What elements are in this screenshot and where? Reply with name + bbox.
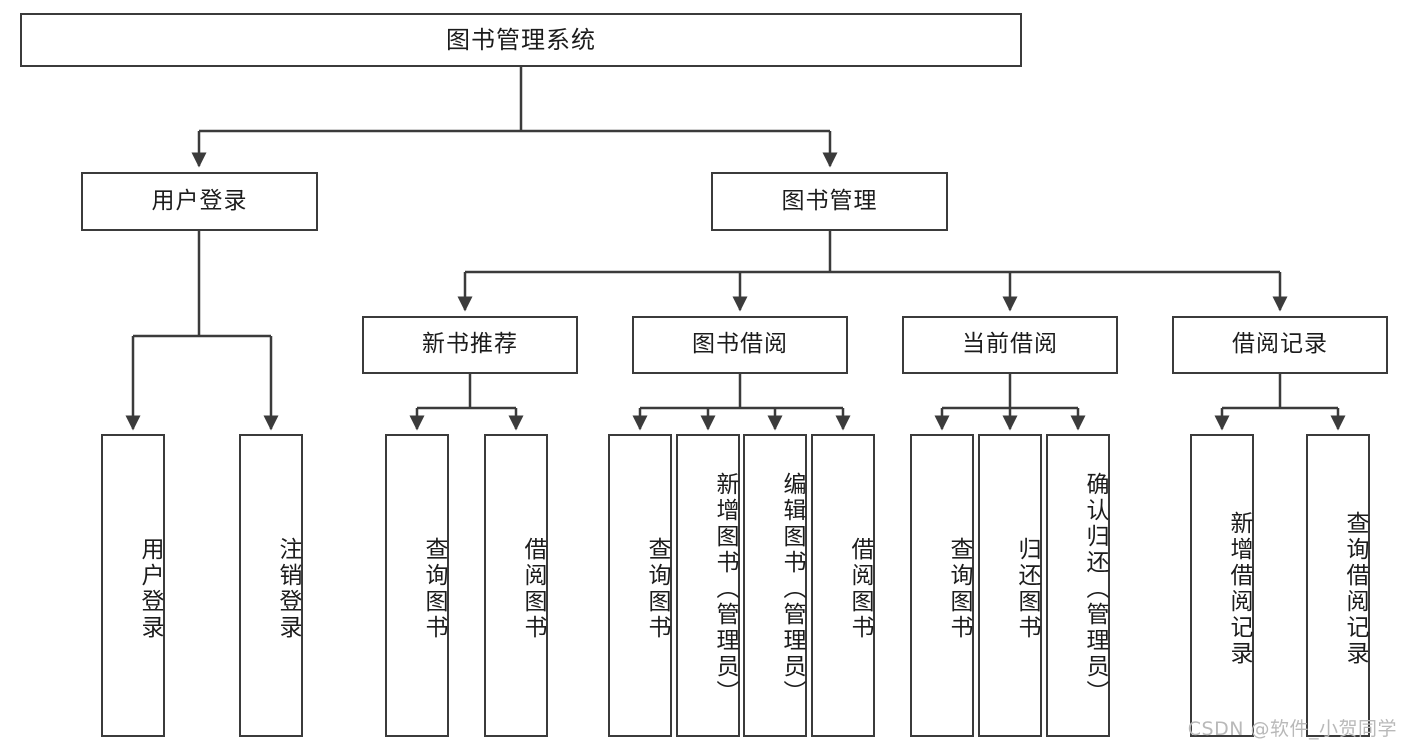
node-label: 借阅图书 bbox=[847, 536, 873, 641]
node-label: 新增图书（管理员） bbox=[712, 471, 738, 706]
node-label: 查询图书 bbox=[421, 536, 447, 641]
node-label: 图书管理 bbox=[781, 187, 878, 214]
leaf-borrow-record-add-record[interactable]: 新增借阅记录 bbox=[1190, 434, 1254, 737]
leaf-current-borrow-confirm-return[interactable]: 确认归还（管理员） bbox=[1046, 434, 1110, 737]
node-user-login[interactable]: 用户登录 bbox=[81, 172, 318, 231]
node-label: 借阅记录 bbox=[1232, 331, 1328, 358]
leaf-book-borrow-add-book[interactable]: 新增图书（管理员） bbox=[676, 434, 740, 737]
node-label: 用户登录 bbox=[137, 536, 163, 641]
node-root-book-management-system[interactable]: 图书管理系统 bbox=[20, 13, 1022, 67]
watermark: CSDN @软件_小贺同学 bbox=[1187, 718, 1397, 740]
node-label: 图书借阅 bbox=[692, 331, 788, 358]
node-book-management[interactable]: 图书管理 bbox=[711, 172, 948, 231]
leaf-book-borrow-edit-book[interactable]: 编辑图书（管理员） bbox=[743, 434, 807, 737]
leaf-book-borrow-query-book[interactable]: 查询图书 bbox=[608, 434, 672, 737]
node-label: 查询借阅记录 bbox=[1342, 510, 1368, 667]
node-label: 借阅图书 bbox=[520, 536, 546, 641]
leaf-new-book-borrow-book[interactable]: 借阅图书 bbox=[484, 434, 548, 737]
node-label: 确认归还（管理员） bbox=[1082, 471, 1108, 706]
node-borrow-record[interactable]: 借阅记录 bbox=[1172, 316, 1388, 374]
leaf-book-borrow-borrow-book[interactable]: 借阅图书 bbox=[811, 434, 875, 737]
node-new-book-recommend[interactable]: 新书推荐 bbox=[362, 316, 578, 374]
node-label: 注销登录 bbox=[275, 536, 301, 641]
leaf-user-login-login[interactable]: 用户登录 bbox=[101, 434, 165, 737]
node-label: 查询图书 bbox=[946, 536, 972, 641]
leaf-current-borrow-query-book[interactable]: 查询图书 bbox=[910, 434, 974, 737]
leaf-new-book-query-book[interactable]: 查询图书 bbox=[385, 434, 449, 737]
node-label: 新书推荐 bbox=[422, 331, 518, 358]
node-label: 编辑图书（管理员） bbox=[779, 471, 805, 706]
leaf-user-login-logout[interactable]: 注销登录 bbox=[239, 434, 303, 737]
node-book-borrow[interactable]: 图书借阅 bbox=[632, 316, 848, 374]
leaf-borrow-record-query-record[interactable]: 查询借阅记录 bbox=[1306, 434, 1370, 737]
node-label: 用户登录 bbox=[151, 187, 248, 214]
node-label: 新增借阅记录 bbox=[1226, 510, 1252, 667]
node-label: 查询图书 bbox=[644, 536, 670, 641]
node-label: 图书管理系统 bbox=[446, 25, 596, 54]
leaf-current-borrow-return-book[interactable]: 归还图书 bbox=[978, 434, 1042, 737]
node-current-borrow[interactable]: 当前借阅 bbox=[902, 316, 1118, 374]
node-label: 归还图书 bbox=[1014, 536, 1040, 641]
node-label: 当前借阅 bbox=[962, 331, 1058, 358]
